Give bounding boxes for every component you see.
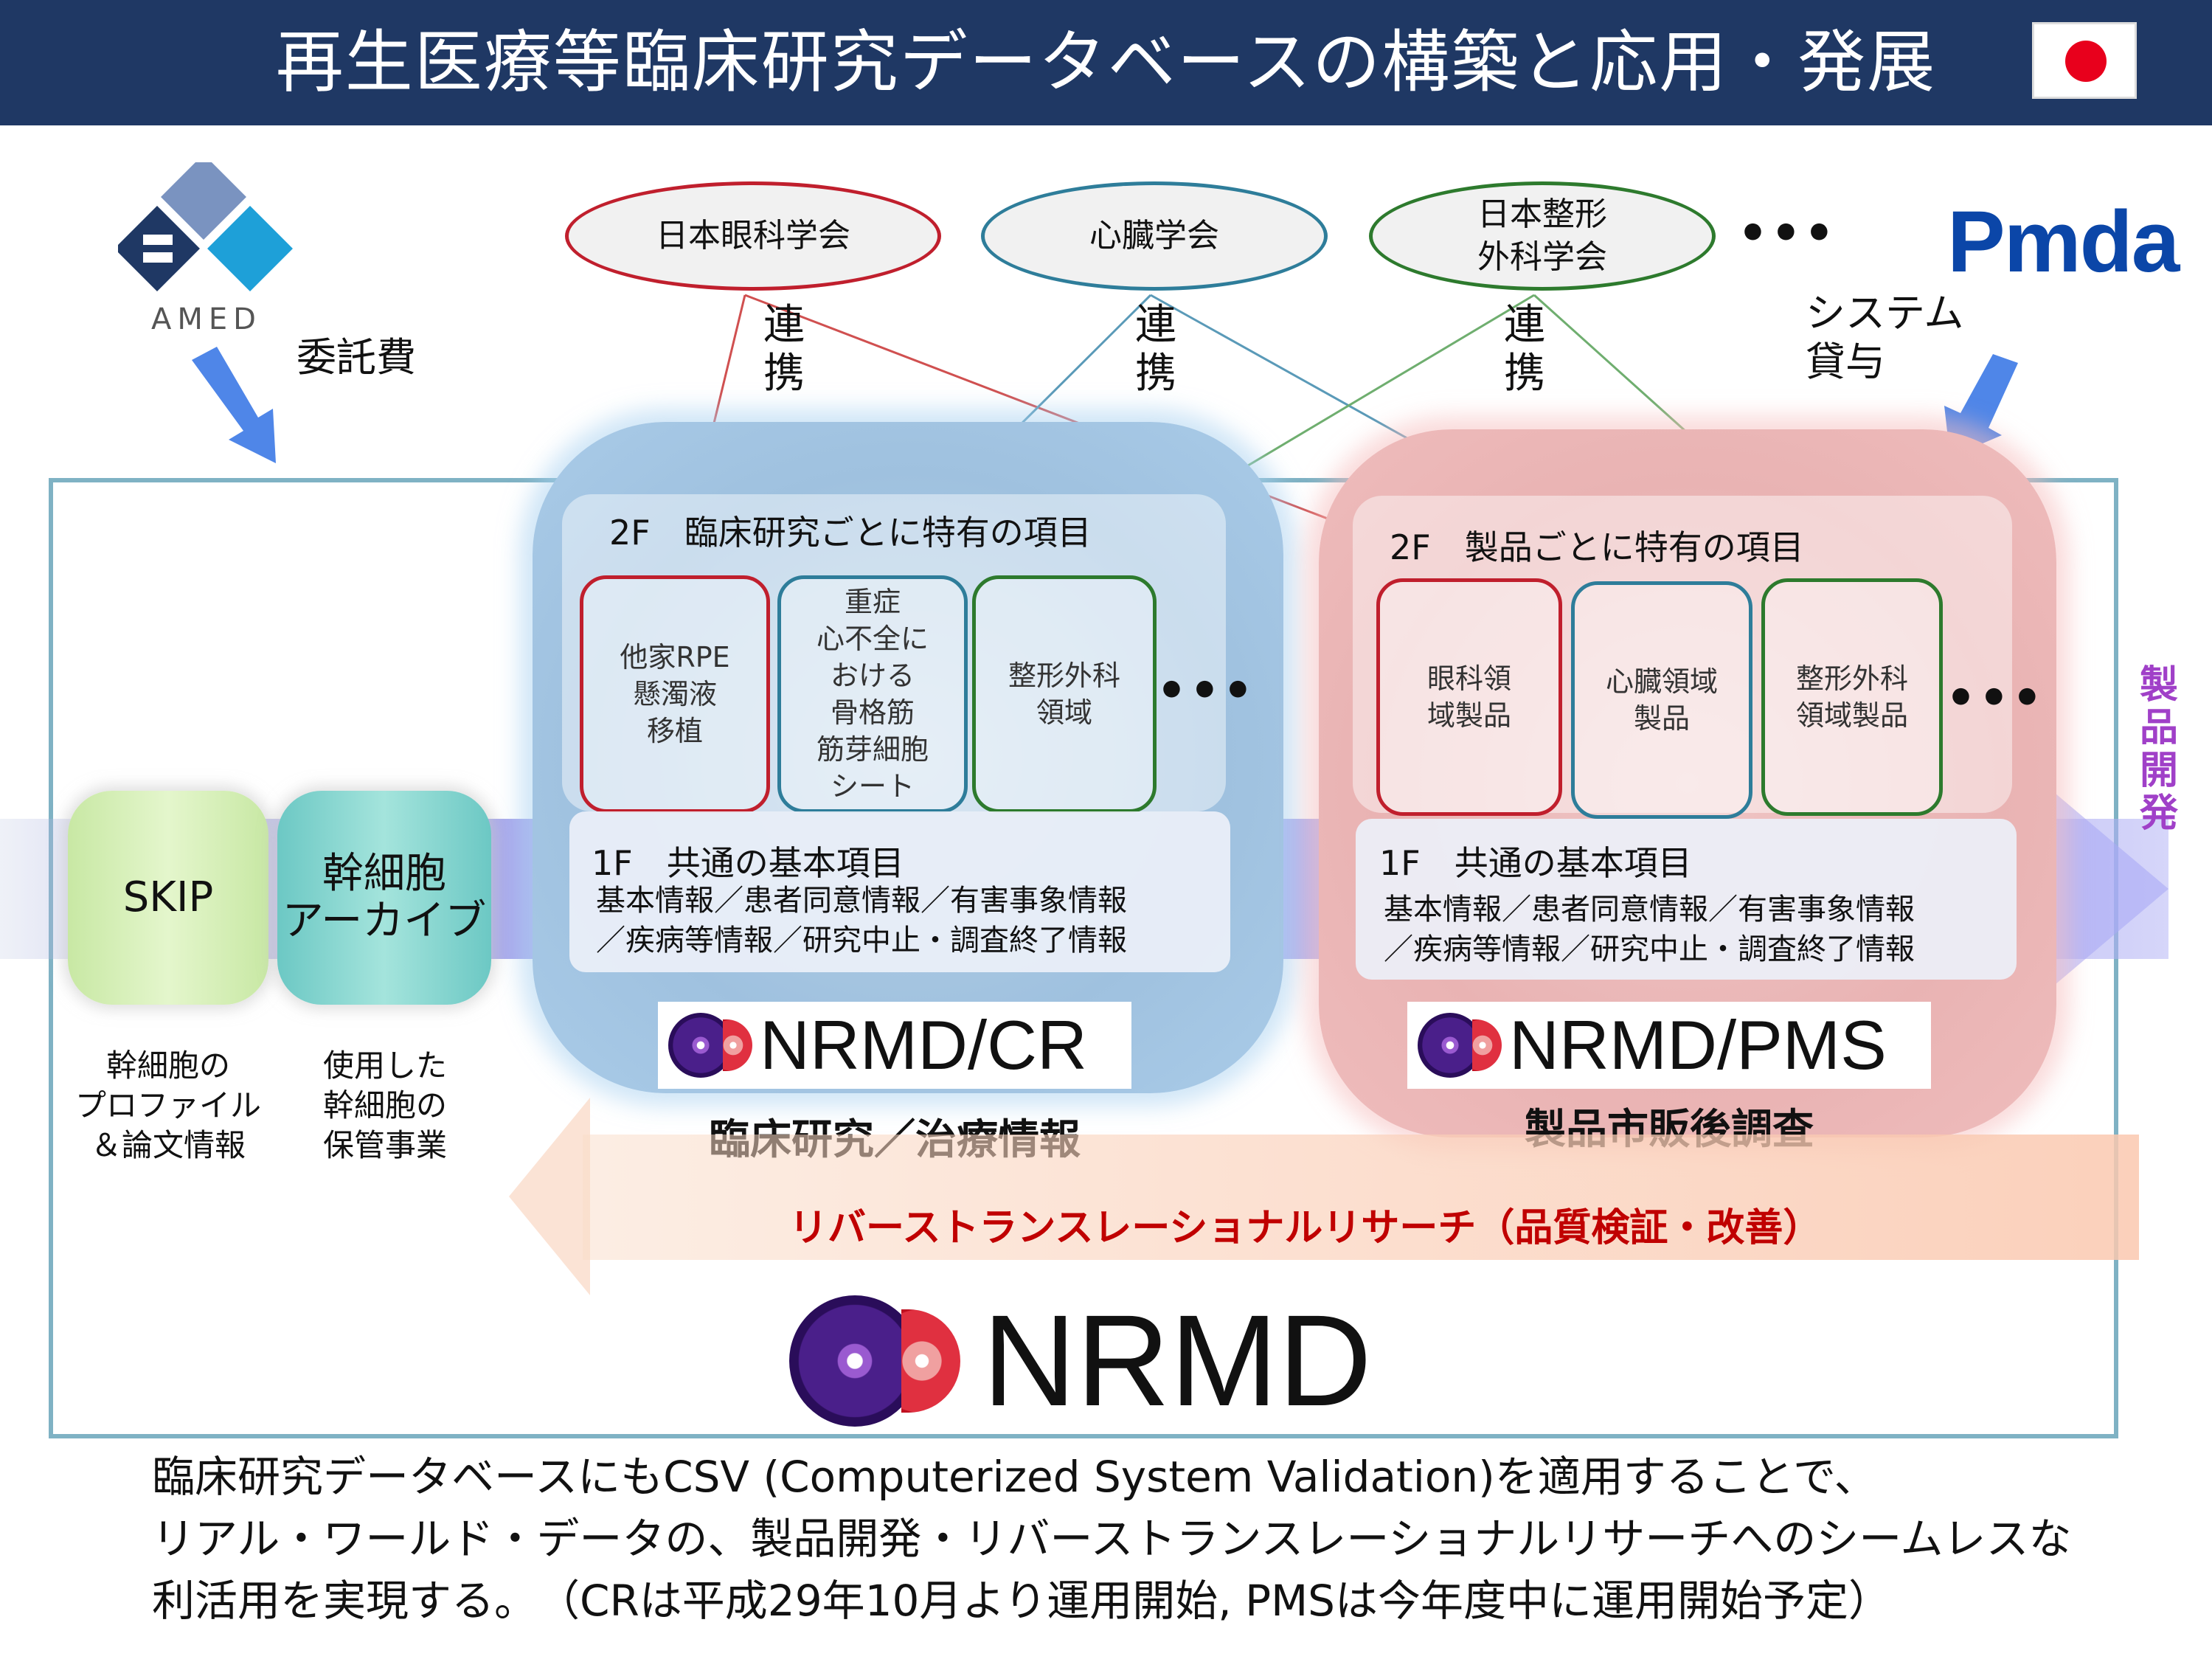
pms-floor2 [1353,496,2012,813]
nrmd-red-crescent-icon [723,1019,752,1071]
renkei-label-1: 連 携 [763,301,805,398]
reverse-research-arrowhead [509,1098,590,1295]
stem-cell-archive: 幹細胞 アーカイブ [277,791,491,1005]
skip-caption: 幹細胞の プロファイル ＆論文情報 [74,1047,261,1163]
nrmd-cr-panel [533,422,1283,1093]
nrmd-flower-icon [1418,1013,1483,1078]
nrmd-pms-logo-text: NRMD/PMS [1509,1006,1887,1084]
cr-card-rpe: 他家RPE 懸濁液 移植 [580,575,770,813]
renkei-label-2: 連 携 [1135,301,1176,398]
nrmd-pms-logo: NRMD/PMS [1407,1002,1931,1089]
amed-logo: AMED [114,154,295,339]
skip-database: SKIP [68,791,268,1005]
pms-card-ortho: 整形外科 領域製品 [1761,578,1943,816]
cr-floor1-body: 基本情報／患者同意情報／有害事象情報 ／疾病等情報／研究中止・調査終了情報 [596,884,1127,957]
societies-more-dots: ••• [1738,207,1837,261]
data-flow-arrowhead [2050,789,2168,988]
pmda-label: システム 貸与 [1806,290,1964,385]
product-development-label: 製 品 開 発 [2139,663,2178,836]
cr-floor2-title: 2F 臨床研究ごとに特有の項目 [609,513,1092,553]
pmda-down-arrow [1944,354,2018,457]
cr-floor2 [562,494,1226,811]
nrmd-flower-icon [789,1295,920,1427]
renkei-label-3: 連 携 [1504,301,1545,398]
cr-more-dots: ••• [1157,664,1256,718]
nrmd-main-logo-text: NRMD [982,1289,1372,1433]
nrmd-red-crescent-icon [901,1309,960,1413]
society-cardiology: 心臓学会 [981,181,1328,291]
amed-logo-text: AMED [151,302,262,336]
cr-floor1 [569,811,1230,972]
reverse-research-arrow [583,1135,2139,1260]
society-orthopaedics: 日本整形 外科学会 [1369,181,1716,291]
cr-card-heart: 重症 心不全に おける 骨格筋 筋芽細胞 シート [777,575,968,813]
nrmd-red-crescent-icon [1472,1019,1502,1071]
pms-floor1 [1356,819,2017,980]
pms-floor1-title: 1F 共通の基本項目 [1379,843,1692,883]
archive-caption: 使用した 幹細胞の 保管事業 [322,1047,447,1163]
nrmd-cr-logo: NRMD/CR [658,1002,1131,1089]
title-bar [0,0,2212,125]
pms-more-dots: ••• [1946,671,2045,726]
japan-flag-icon [2032,22,2137,99]
nrmd-main-logo: NRMD [789,1289,1394,1433]
pmda-logo: Pmda [1947,193,2180,291]
pms-floor1-body: 基本情報／患者同意情報／有害事象情報 ／疾病等情報／研究中止・調査終了情報 [1384,893,1915,966]
cr-card-ortho: 整形外科 領域 [972,575,1157,813]
nrmd-cr-logo-text: NRMD/CR [760,1006,1087,1084]
footer-description: 臨床研究データベースにもCSV (Computerized System Val… [152,1452,2072,1626]
reverse-research-label: リバーストランスレーショナルリサーチ（品質検証・改善） [789,1206,1822,1250]
pms-card-heart: 心臓領域 製品 [1571,581,1752,819]
amed-logo-mark [114,154,293,291]
pms-floor2-title: 2F 製品ごとに特有の項目 [1390,527,1804,567]
society-ophthalmology: 日本眼科学会 [565,181,941,291]
nrmd-flower-icon [668,1013,733,1078]
page-title: 再生医療等臨床研究データベースの構築と応用・発展 [275,23,1937,102]
amed-down-arrow [192,347,276,463]
pms-card-eye: 眼科領 域製品 [1376,578,1562,816]
cr-floor1-title: 1F 共通の基本項目 [592,843,904,883]
amed-label: 委託費 [297,334,416,381]
